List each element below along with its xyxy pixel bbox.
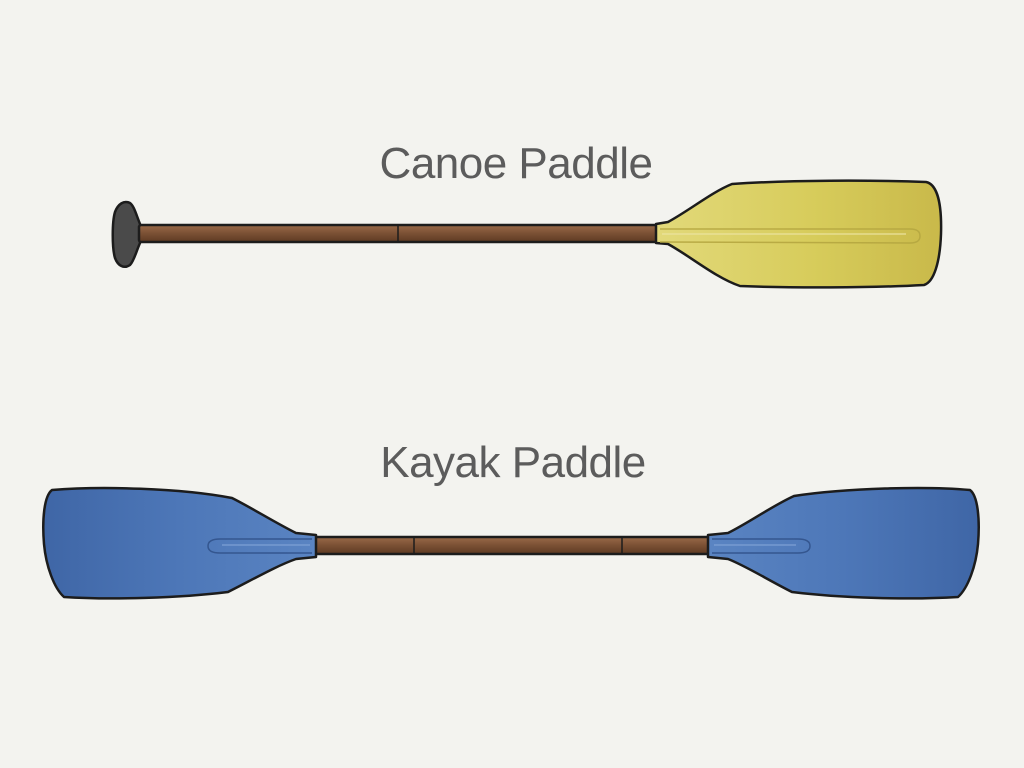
canoe-paddle [111, 179, 943, 289]
kayak-paddle [42, 486, 980, 600]
kayak-paddle-label: Kayak Paddle [380, 438, 646, 487]
canoe-blade-spine [659, 228, 921, 244]
kayak-blade-left [42, 486, 318, 600]
kayak-blade-left-spine [207, 538, 312, 554]
kayak-blade-right [706, 486, 980, 600]
canoe-shaft [137, 223, 663, 244]
kayak-blade-right-spine [712, 538, 811, 554]
kayak-shaft [312, 535, 712, 556]
canoe-t-grip [111, 200, 142, 268]
canoe-paddle-label: Canoe Paddle [379, 139, 653, 188]
